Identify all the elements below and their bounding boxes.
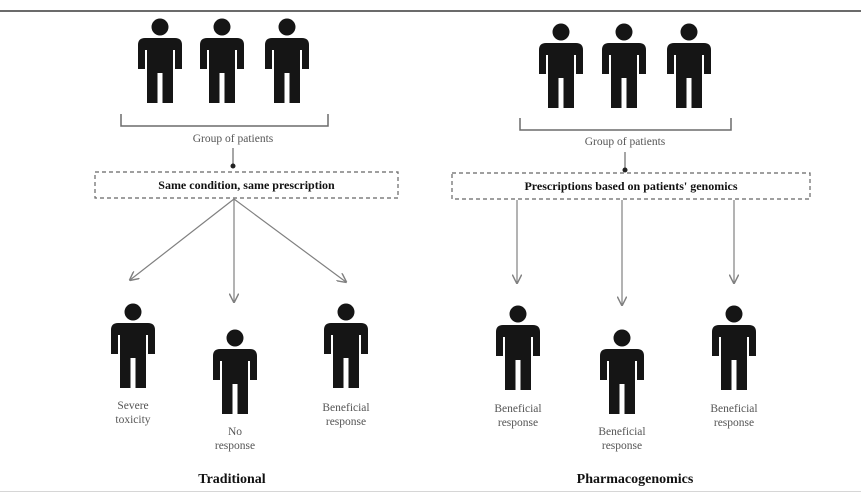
outcome-label-line2: response [601,440,643,452]
outcome-label-line1: Beneficial [322,402,370,414]
group-label: Group of patients [584,136,666,148]
prescription-box-label: Prescriptions based on patients' genomic… [524,179,738,193]
connector-dot [622,167,628,173]
panel-title: Pharmacogenomics [576,472,694,487]
person-icon [600,329,644,414]
person-icon [324,303,368,388]
outcome-label-line1: Beneficial [598,426,646,438]
outcome-label-line2: response [325,416,367,428]
arrow [130,198,235,280]
group-bracket [120,114,329,127]
panel-title: Traditional [198,472,266,487]
outcome-label-line2: response [713,417,755,429]
person-icon [602,23,646,108]
outcome-label-line2: response [214,440,256,452]
person-icon [138,18,182,103]
group-label: Group of patients [192,133,274,145]
prescription-box-label: Same condition, same prescription [158,178,335,192]
prescription-box [94,171,399,199]
outcome-label-line2: response [497,417,539,429]
prescription-box [451,172,811,200]
outcome-label-line1: No [227,426,243,438]
person-icon [712,305,756,390]
bottom-border [0,491,861,492]
outcome-label-line1: Severe [117,400,149,412]
person-icon [213,329,257,414]
group-bracket [519,118,732,131]
top-border [0,10,861,12]
person-icon [539,23,583,108]
connector-dot [230,163,236,169]
arrow [233,198,346,282]
outcome-label-line1: Beneficial [494,403,542,415]
outcome-label-line2: toxicity [115,414,151,426]
person-icon [200,18,244,103]
person-icon [496,305,540,390]
person-icon [667,23,711,108]
outcome-label-line1: Beneficial [710,403,758,415]
person-icon [265,18,309,103]
person-icon [111,303,155,388]
